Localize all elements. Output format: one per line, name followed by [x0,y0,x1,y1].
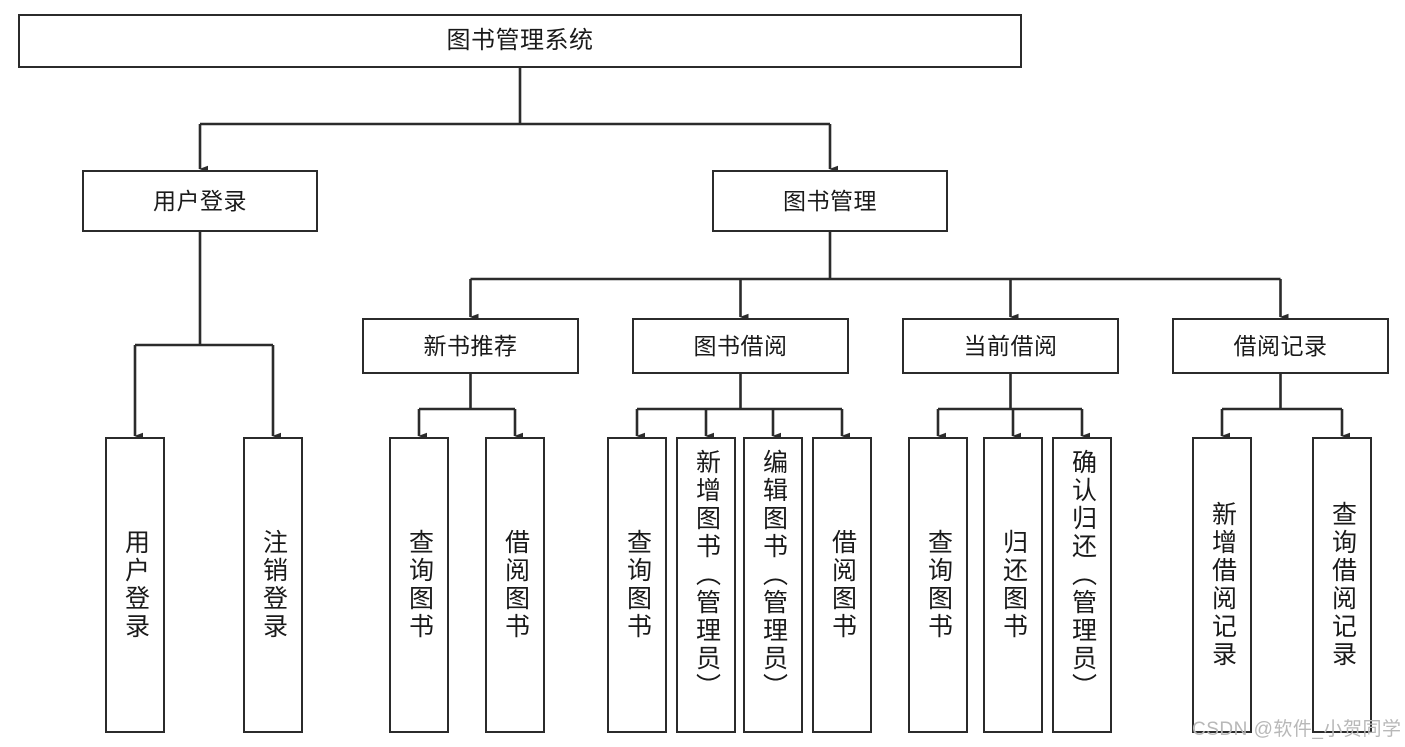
node-current-borrow[interactable]: 当前借阅 [902,318,1119,374]
leaf-current-confirm-return[interactable]: 确认归还（管理员） [1052,437,1112,733]
leaf-borrow-add-book[interactable]: 新增图书（管理员） [676,437,736,733]
leaf-current-query[interactable]: 查询图书 [908,437,968,733]
leaf-current-return[interactable]: 归还图书 [983,437,1043,733]
node-book-borrow[interactable]: 图书借阅 [632,318,849,374]
leaf-borrow-query[interactable]: 查询图书 [607,437,667,733]
node-root[interactable]: 图书管理系统 [18,14,1022,68]
edge-bus [938,374,1082,411]
edge-bus [419,374,515,411]
leaf-newbook-borrow[interactable]: 借阅图书 [485,437,545,733]
leaf-borrow-edit-book[interactable]: 编辑图书（管理员） [743,437,803,733]
node-new-book-recommend-label: 新书推荐 [423,332,518,359]
leaf-record-add-label: 新增借阅记录 [1208,501,1237,669]
node-book-borrow-label: 图书借阅 [693,332,788,359]
leaf-record-query[interactable]: 查询借阅记录 [1312,437,1372,733]
edge-bus [1222,374,1342,411]
leaf-record-query-label: 查询借阅记录 [1328,501,1357,669]
leaf-current-return-label: 归还图书 [999,529,1028,641]
node-user-login[interactable]: 用户登录 [82,170,318,232]
node-current-borrow-label: 当前借阅 [963,332,1058,359]
edge-bus [135,232,273,347]
leaf-newbook-borrow-label: 借阅图书 [501,529,530,641]
node-root-label: 图书管理系统 [446,27,594,55]
leaf-borrow-edit-book-label: 编辑图书（管理员） [759,449,788,701]
leaf-borrow-add-book-label: 新增图书（管理员） [692,449,721,701]
leaf-borrow-borrow-book[interactable]: 借阅图书 [812,437,872,733]
edge-bus [470,232,1281,281]
edge-bus [637,374,842,411]
csdn-watermark: CSDN @软件_小贺同学 [1192,719,1402,740]
node-book-management-label: 图书管理 [783,187,877,214]
leaf-borrow-borrow-book-label: 借阅图书 [828,529,857,641]
node-borrow-record-label: 借阅记录 [1233,332,1328,359]
node-borrow-record[interactable]: 借阅记录 [1172,318,1389,374]
node-user-login-label: 用户登录 [153,187,247,214]
leaf-record-add[interactable]: 新增借阅记录 [1192,437,1252,733]
edge-bus [200,68,830,126]
leaf-user-login-label: 用户登录 [121,529,150,641]
leaf-newbook-query-label: 查询图书 [405,529,434,641]
leaf-user-logout[interactable]: 注销登录 [243,437,303,733]
leaf-borrow-query-label: 查询图书 [623,529,652,641]
leaf-newbook-query[interactable]: 查询图书 [389,437,449,733]
leaf-current-query-label: 查询图书 [924,529,953,641]
leaf-current-confirm-return-label: 确认归还（管理员） [1068,449,1097,701]
node-book-management[interactable]: 图书管理 [712,170,948,232]
node-new-book-recommend[interactable]: 新书推荐 [362,318,579,374]
leaf-user-login[interactable]: 用户登录 [105,437,165,733]
leaf-user-logout-label: 注销登录 [259,529,288,641]
